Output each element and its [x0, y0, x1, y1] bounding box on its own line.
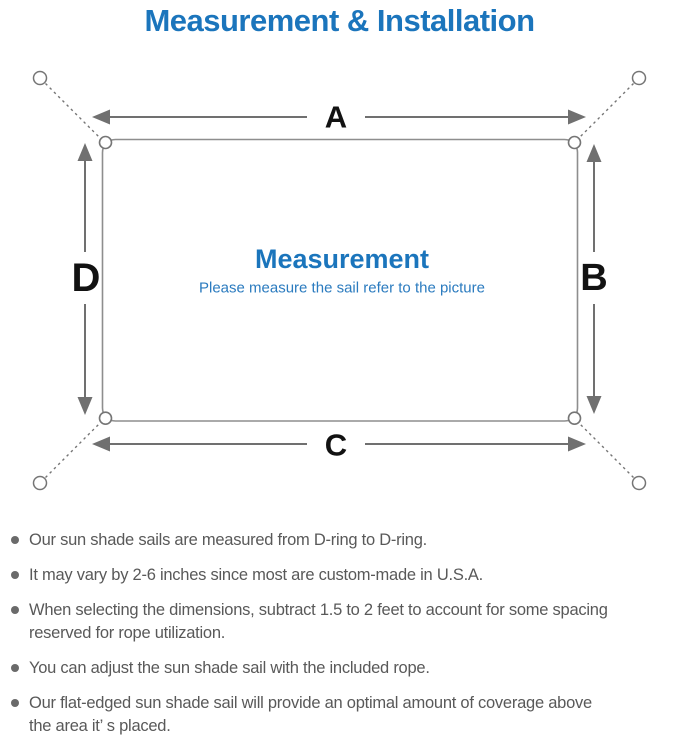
notes-list: Our sun shade sails are measured from D-…	[10, 529, 677, 738]
bullet-icon	[11, 571, 19, 579]
bullet-text: When selecting the dimensions, subtract …	[29, 601, 608, 642]
measurement-diagram: A C D B Measurement Please measure the s…	[32, 70, 647, 491]
bullet-icon	[11, 664, 19, 672]
list-item: You can adjust the sun shade sail with t…	[10, 657, 677, 680]
dimension-arrow-b	[586, 144, 602, 414]
diagram-center-subtitle: Please measure the sail refer to the pic…	[199, 280, 485, 297]
rope-line-bottom-right	[578, 422, 634, 478]
dimension-arrow-a	[92, 109, 586, 125]
dimension-label-d: D	[72, 256, 101, 300]
bullet-text: Our sun shade sails are measured from D-…	[29, 531, 427, 549]
dimension-label-b: B	[580, 257, 607, 299]
bullet-text: You can adjust the sun shade sail with t…	[29, 659, 430, 677]
d-ring-icon-top-right	[567, 135, 582, 150]
d-ring-icon-bottom-left	[98, 411, 113, 426]
list-item: Our flat-edged sun shade sail will provi…	[10, 692, 677, 738]
list-item: Our sun shade sails are measured from D-…	[10, 529, 677, 552]
bullet-text: It may vary by 2-6 inches since most are…	[29, 566, 484, 584]
sail-outline	[101, 138, 579, 422]
bullet-icon	[11, 606, 19, 614]
dimension-arrow-d	[77, 143, 93, 415]
diagram-center-title: Measurement	[255, 244, 429, 274]
anchor-point-icon-top-left	[32, 70, 48, 86]
anchor-point-icon-top-right	[631, 70, 647, 86]
dimension-arrow-c	[92, 436, 586, 452]
bullet-text: Our flat-edged sun shade sail will provi…	[29, 694, 592, 735]
page-title: Measurement & Installation	[144, 3, 535, 38]
d-ring-icon-top-left	[98, 135, 113, 150]
rope-line-top-right	[578, 83, 634, 139]
bullet-icon	[11, 536, 19, 544]
d-ring-icon-bottom-right	[567, 411, 582, 426]
dimension-label-c: C	[325, 428, 347, 463]
list-item: When selecting the dimensions, subtract …	[10, 599, 677, 645]
bullet-icon	[11, 699, 19, 707]
anchor-point-icon-bottom-left	[32, 475, 48, 491]
rope-line-bottom-left	[45, 422, 101, 478]
list-item: It may vary by 2-6 inches since most are…	[10, 564, 677, 587]
dimension-label-a: A	[325, 100, 347, 135]
rope-line-top-left	[45, 83, 101, 139]
anchor-point-icon-bottom-right	[631, 475, 647, 491]
